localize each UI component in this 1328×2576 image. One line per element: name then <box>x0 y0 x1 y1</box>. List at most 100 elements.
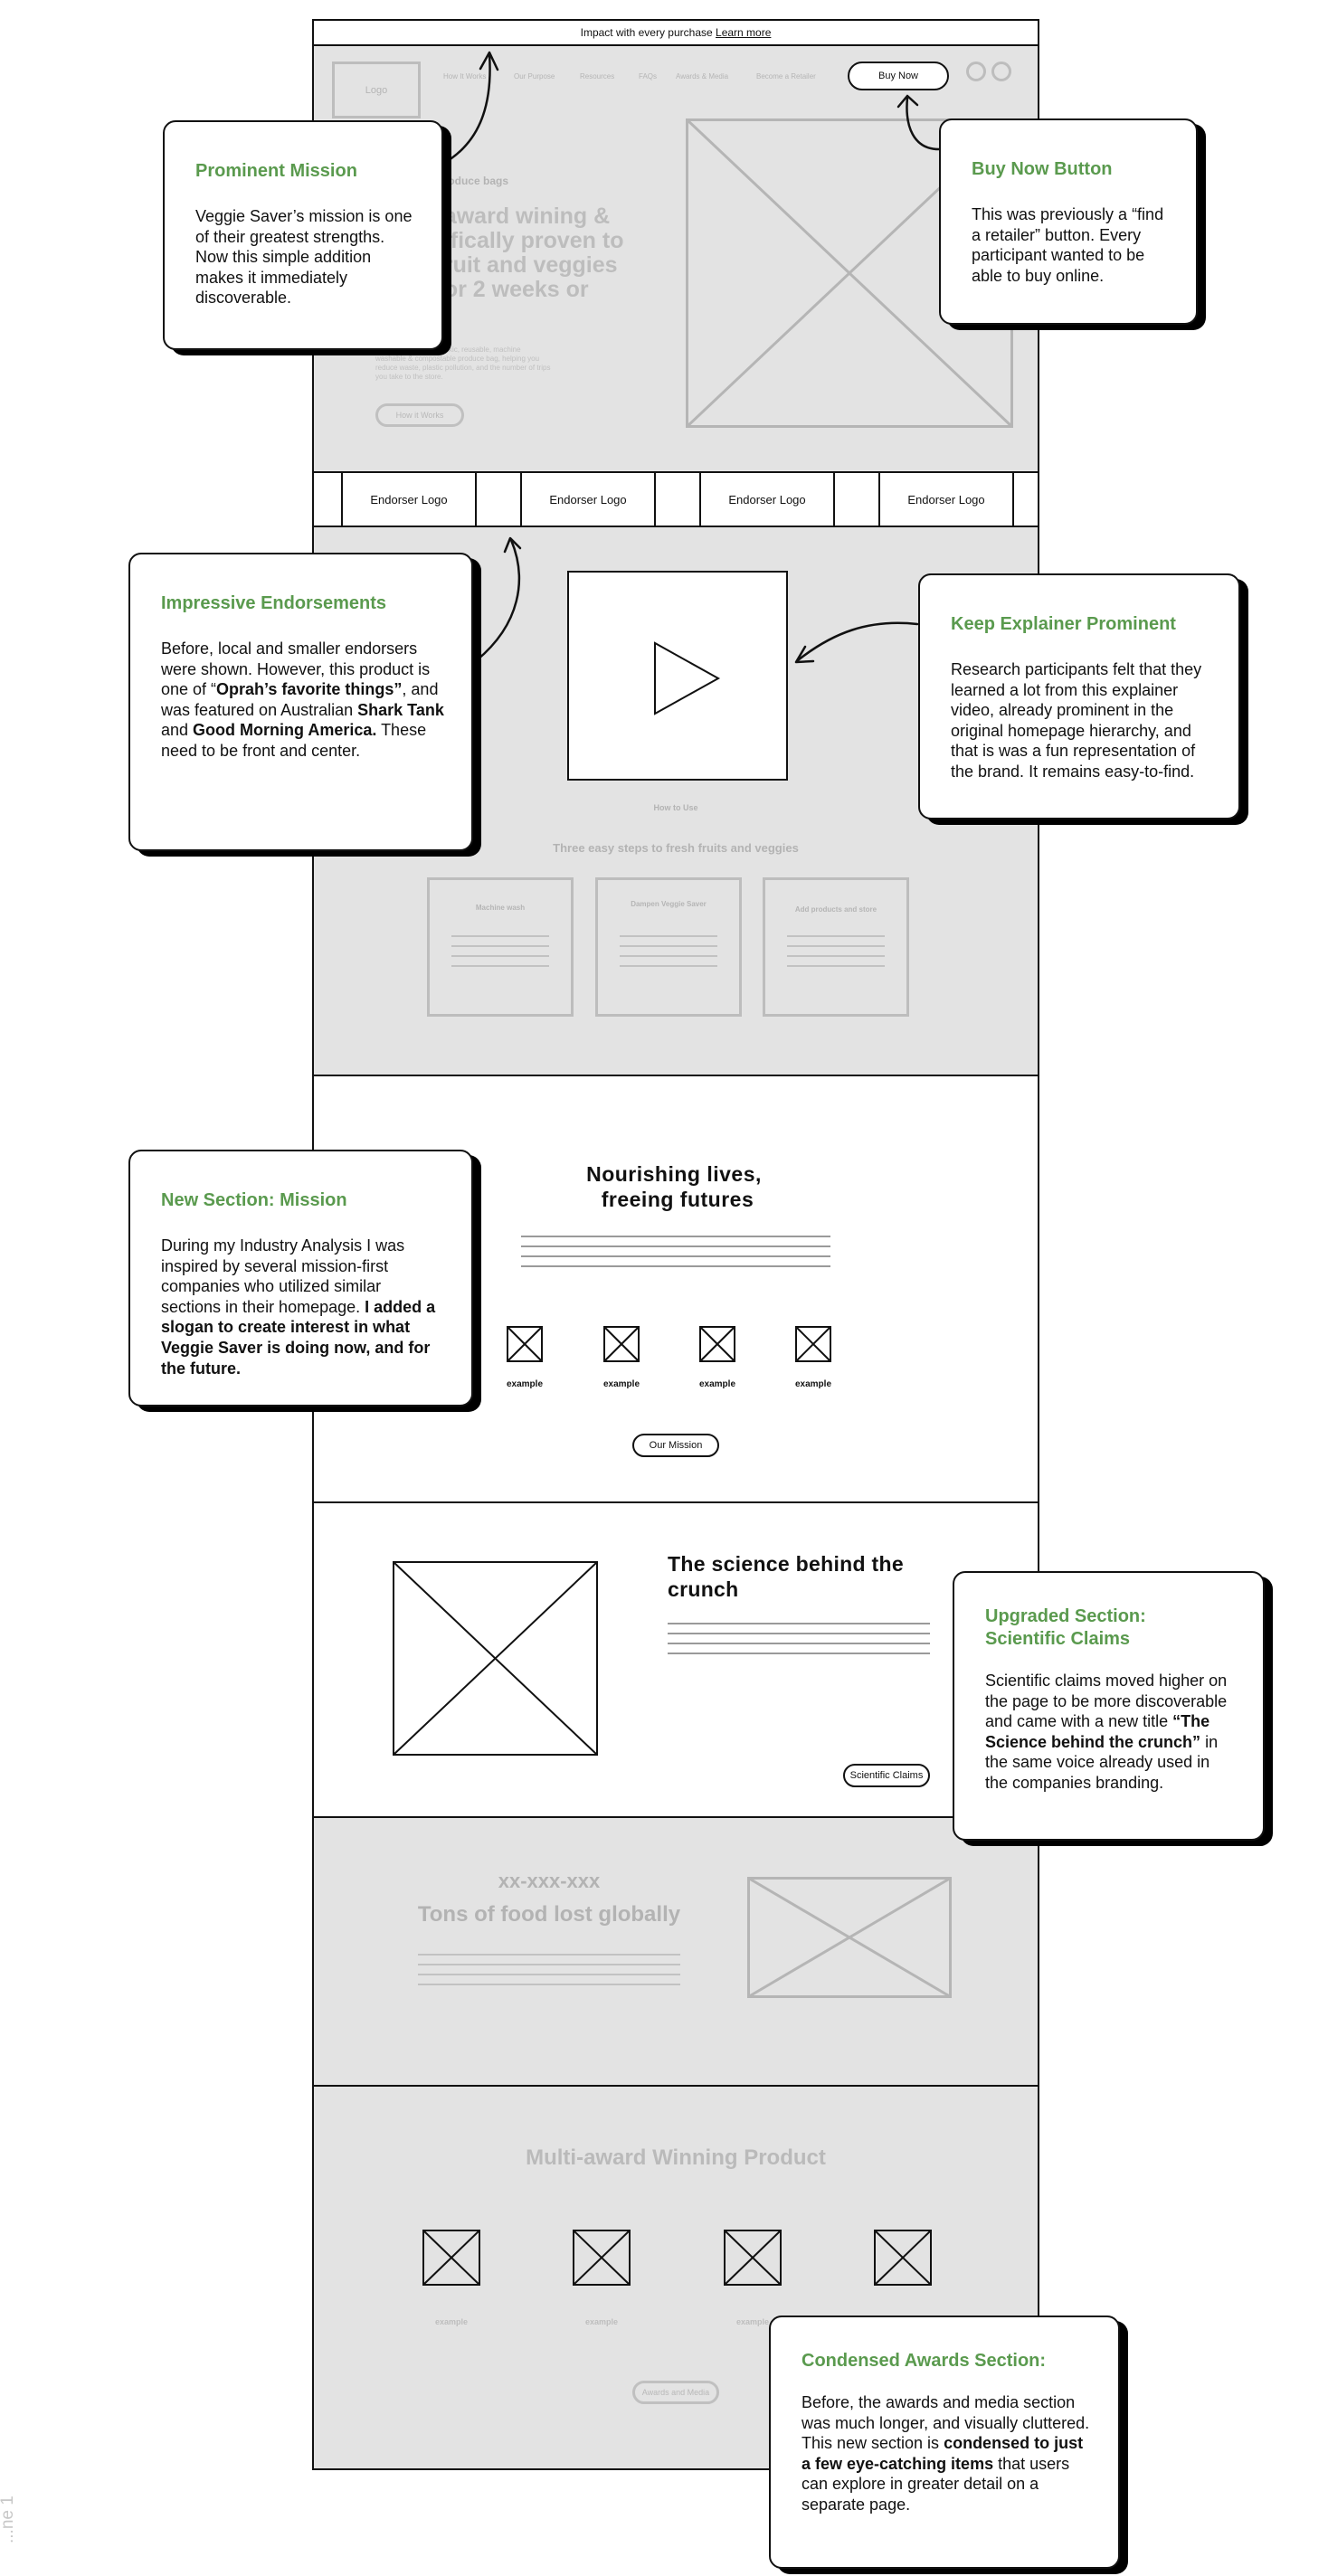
food-lost-stat: xx-xxx-xxx <box>498 1870 601 1892</box>
food-lost-title: Tons of food lost globally <box>417 1902 681 1927</box>
annotation-scientific: Upgraded Section: Scientific Claims Scie… <box>953 1571 1265 1841</box>
annotation-title: Prominent Mission <box>195 161 357 181</box>
hero-line: ...award wining & <box>425 204 611 229</box>
annotation-title: Keep Explainer Prominent <box>951 614 1176 634</box>
title-line: Upgraded Section: <box>985 1606 1146 1626</box>
text-run: These need to be front and center. <box>161 721 427 760</box>
endorser-logo: Endorser Logo <box>699 473 835 526</box>
hero-line: ...or 2 weeks or <box>425 277 589 302</box>
annotation-endorsements: Impressive Endorsements Before, local an… <box>128 553 473 851</box>
logo-placeholder: Logo <box>332 62 421 118</box>
food-lost-image-placeholder <box>747 1877 952 1998</box>
text-bold: I added a slogan to create interest in w… <box>161 1297 436 1378</box>
step-card: Dampen Veggie Saver <box>595 877 742 1017</box>
text-run: in the same voice already used in the co… <box>985 1732 1219 1792</box>
awards-media-button[interactable]: Awards and Media <box>632 2381 719 2404</box>
science-title: The science behind the crunch <box>668 1551 904 1602</box>
mission-title-line: Nourishing lives, <box>586 1162 762 1186</box>
annotation-explainer: Keep Explainer Prominent Research partic… <box>918 573 1240 819</box>
science-title-line: crunch <box>668 1577 739 1601</box>
hero-body-line: ...100% natural, non-toxic, reusable, ma… <box>375 346 521 354</box>
cart-icon[interactable] <box>991 62 1011 81</box>
example-icon <box>603 1326 640 1362</box>
frame-label: ...ne 1 <box>0 2496 17 2543</box>
arrow-explainer <box>796 621 919 662</box>
food-lost-band <box>314 1818 1038 2085</box>
explainer-video[interactable] <box>567 571 788 781</box>
divider <box>312 471 1039 473</box>
step-title: Add products and store <box>794 905 877 914</box>
nav-awards-media[interactable]: Awards & Media <box>676 72 729 80</box>
step-title: Machine wash <box>475 904 526 912</box>
annotation-body: Before, local and smaller endorsers were… <box>161 639 444 762</box>
hero-line: ...ifically proven to <box>425 228 624 253</box>
annotation-body: This was previously a “find a retailer” … <box>972 205 1164 285</box>
divider <box>312 1075 1039 1076</box>
hero-body-line: washable & compostable produce bag, help… <box>375 355 540 363</box>
text-run: and <box>161 721 194 740</box>
text-bold: “The Science behind the crunch” <box>985 1712 1210 1751</box>
text-bold: Oprah’s favorite things” <box>216 680 403 699</box>
annotation-body: Research participants felt that they lea… <box>951 660 1202 781</box>
nav-how-it-works[interactable]: How It Works <box>443 72 487 80</box>
divider <box>312 1816 1039 1818</box>
annotation-title: Impressive Endorsements <box>161 593 386 613</box>
step-card: Machine wash <box>427 877 574 1017</box>
nav-resources[interactable]: Resources <box>580 72 615 80</box>
buy-now-button[interactable]: Buy Now <box>848 62 949 90</box>
nav-faqs[interactable]: FAQs <box>639 72 658 80</box>
example-label: example <box>602 1379 640 1389</box>
step-card: Add products and store <box>763 877 909 1017</box>
science-text-lines <box>668 1623 930 1662</box>
how-it-works-button[interactable]: How it Works <box>375 403 464 427</box>
impact-text: Impact with every purchase <box>580 26 713 39</box>
award-icon <box>573 2230 631 2286</box>
scientific-claims-button[interactable]: Scientific Claims <box>843 1764 930 1787</box>
award-icon <box>874 2230 932 2286</box>
divider <box>312 526 1039 527</box>
annotation-title: Upgraded Section: Scientific Claims <box>985 1605 1236 1651</box>
annotation-title: Condensed Awards Section: <box>802 2351 1047 2371</box>
endorser-logo: Endorser Logo <box>878 473 1014 526</box>
text-bold: Good Morning America. <box>193 721 377 740</box>
example-label: example <box>794 1379 832 1389</box>
text-run: Before, local and smaller endorsers were… <box>161 639 431 699</box>
text-run: , and was featured on Australian <box>161 680 439 719</box>
text-run: that users can explore in greater detail… <box>802 2454 1070 2514</box>
annotation-buy-now: Buy Now Button This was previously a “fi… <box>939 118 1198 325</box>
hero-headline: ...award wining & ...ifically proven to … <box>425 204 624 302</box>
annotation-body: Scientific claims moved higher on the pa… <box>985 1671 1236 1794</box>
annotation-awards: Condensed Awards Section: Before, the aw… <box>769 2316 1120 2569</box>
account-icon[interactable] <box>966 62 986 81</box>
endorser-logo: Endorser Logo <box>520 473 656 526</box>
mission-title-line: freeing futures <box>601 1188 754 1211</box>
step-lines <box>787 935 885 967</box>
divider <box>312 44 1039 46</box>
nav-our-purpose[interactable]: Our Purpose <box>514 72 555 80</box>
step-title: Dampen Veggie Saver <box>631 900 707 908</box>
example-label: example <box>698 1379 736 1389</box>
learn-more-link[interactable]: Learn more <box>716 26 772 39</box>
annotation-title: Buy Now Button <box>972 159 1113 179</box>
mission-title: Nourishing lives, freeing futures <box>314 1161 1038 1212</box>
nav-become-retailer[interactable]: Become a Retailer <box>756 72 816 80</box>
annotation-body: Before, the awards and media section was… <box>802 2392 1091 2515</box>
hero-body-line: reduce waste, plastic pollution, and the… <box>375 364 551 372</box>
divider <box>312 1501 1039 1503</box>
annotation-body: Veggie Saver’s mission is one of their g… <box>195 207 413 308</box>
how-to-use-label: How to Use <box>653 803 698 812</box>
annotation-prominent-mission: Prominent Mission Veggie Saver’s mission… <box>163 120 443 350</box>
our-mission-button[interactable]: Our Mission <box>632 1434 719 1457</box>
topbar-text: Impact with every purchase Learn more <box>314 21 1038 44</box>
award-label: example <box>735 2317 770 2326</box>
science-title-line: The science behind the <box>668 1552 904 1576</box>
play-icon[interactable] <box>569 573 786 779</box>
arrow-buy-now <box>906 96 941 151</box>
text-bold: condensed to just a few eye-catching ite… <box>802 2434 1084 2473</box>
award-icon <box>422 2230 480 2286</box>
annotation-title: New Section: Mission <box>161 1190 347 1210</box>
title-line: Scientific Claims <box>985 1629 1131 1649</box>
arrow-endorsements <box>475 538 521 662</box>
science-image-placeholder <box>393 1561 598 1756</box>
